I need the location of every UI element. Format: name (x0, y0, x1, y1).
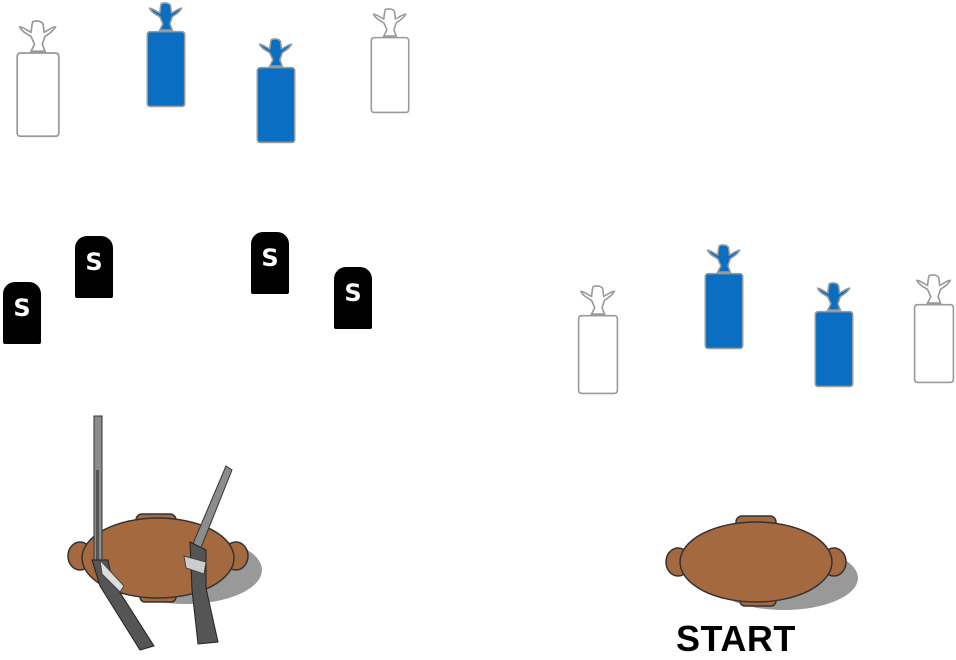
table-icon (664, 514, 864, 614)
target-top-1 (6, 20, 70, 138)
plate-label: S (334, 279, 372, 307)
plate-label: S (3, 294, 41, 322)
plate-label: S (75, 248, 113, 276)
target-top-3 (244, 38, 308, 144)
start-label: START (676, 618, 796, 660)
plate-2: S (75, 236, 113, 298)
target-right-3 (802, 282, 866, 388)
target-top-4 (358, 8, 422, 114)
plate-label: S (251, 244, 289, 272)
table-with-shotguns-icon (66, 410, 266, 655)
target-right-2 (692, 244, 756, 350)
plate-4: S (334, 267, 372, 329)
target-right-4 (902, 274, 956, 384)
plate-3: S (251, 232, 289, 294)
target-right-1 (566, 285, 630, 395)
target-top-2 (134, 2, 198, 108)
plate-1: S (3, 282, 41, 344)
